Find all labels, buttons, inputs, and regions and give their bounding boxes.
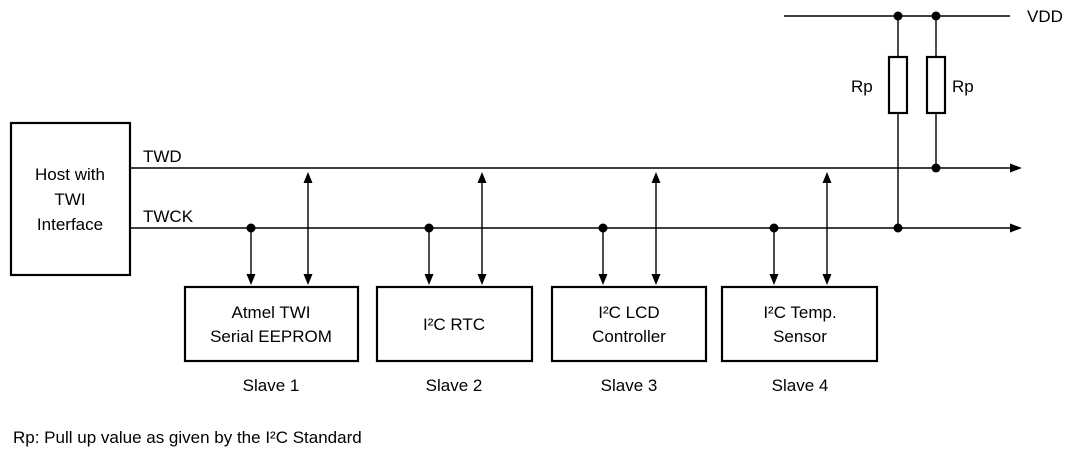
host-label-line1: Host with xyxy=(35,165,105,184)
slave-4: I²C Temp. Sensor Slave 4 xyxy=(720,172,879,395)
slave-1-caption: Slave 1 xyxy=(243,376,300,395)
pullup-resistor-twd xyxy=(925,11,947,173)
slave-2: I²C RTC Slave 2 xyxy=(375,172,534,395)
arrow-down-icon xyxy=(769,274,779,285)
arrow-down-icon xyxy=(303,274,313,285)
footnote: Rp: Pull up value as given by the I²C St… xyxy=(13,428,362,447)
slave-4-label-line2: Sensor xyxy=(773,327,827,346)
junction-dot xyxy=(893,11,903,21)
arrow-up-icon xyxy=(822,172,832,183)
resistor-label-2: Rp xyxy=(952,77,974,96)
slave-3-caption: Slave 3 xyxy=(601,376,658,395)
vdd-label: VDD xyxy=(1027,7,1063,26)
resistor-label-1: Rp xyxy=(851,77,873,96)
slave-4-caption: Slave 4 xyxy=(772,376,829,395)
slave-1-label-line2: Serial EEPROM xyxy=(210,327,332,346)
slave-1-label-line1: Atmel TWI xyxy=(231,303,310,322)
arrow-down-icon xyxy=(477,274,487,285)
arrow-down-icon xyxy=(651,274,661,285)
arrow-up-icon xyxy=(651,172,661,183)
arrow-down-icon xyxy=(246,274,256,285)
slave-3: I²C LCD Controller Slave 3 xyxy=(550,172,708,395)
arrow-down-icon xyxy=(598,274,608,285)
slave-2-label-line1: I²C RTC xyxy=(423,315,485,334)
arrow-up-icon xyxy=(303,172,313,183)
arrow-right-icon xyxy=(1010,223,1022,233)
arrow-up-icon xyxy=(477,172,487,183)
twck-label: TWCK xyxy=(143,207,194,226)
arrow-down-icon xyxy=(822,274,832,285)
slave-3-label-line2: Controller xyxy=(592,327,666,346)
slave-1: Atmel TWI Serial EEPROM Slave 1 xyxy=(183,172,360,395)
twck-bus-line xyxy=(130,223,1022,233)
arrow-right-icon xyxy=(1010,163,1022,173)
junction-dot xyxy=(931,11,941,21)
host-box: Host with TWI Interface xyxy=(9,121,132,277)
host-label-line3: Interface xyxy=(37,215,103,234)
pullup-resistor-twck xyxy=(887,11,909,233)
slave-2-caption: Slave 2 xyxy=(426,376,483,395)
arrow-down-icon xyxy=(424,274,434,285)
slave-4-label-line1: I²C Temp. xyxy=(763,303,836,322)
twd-label: TWD xyxy=(143,147,182,166)
twd-bus-line xyxy=(130,163,1022,173)
slave-3-label-line1: I²C LCD xyxy=(598,303,659,322)
host-label-line2: TWI xyxy=(54,190,85,209)
